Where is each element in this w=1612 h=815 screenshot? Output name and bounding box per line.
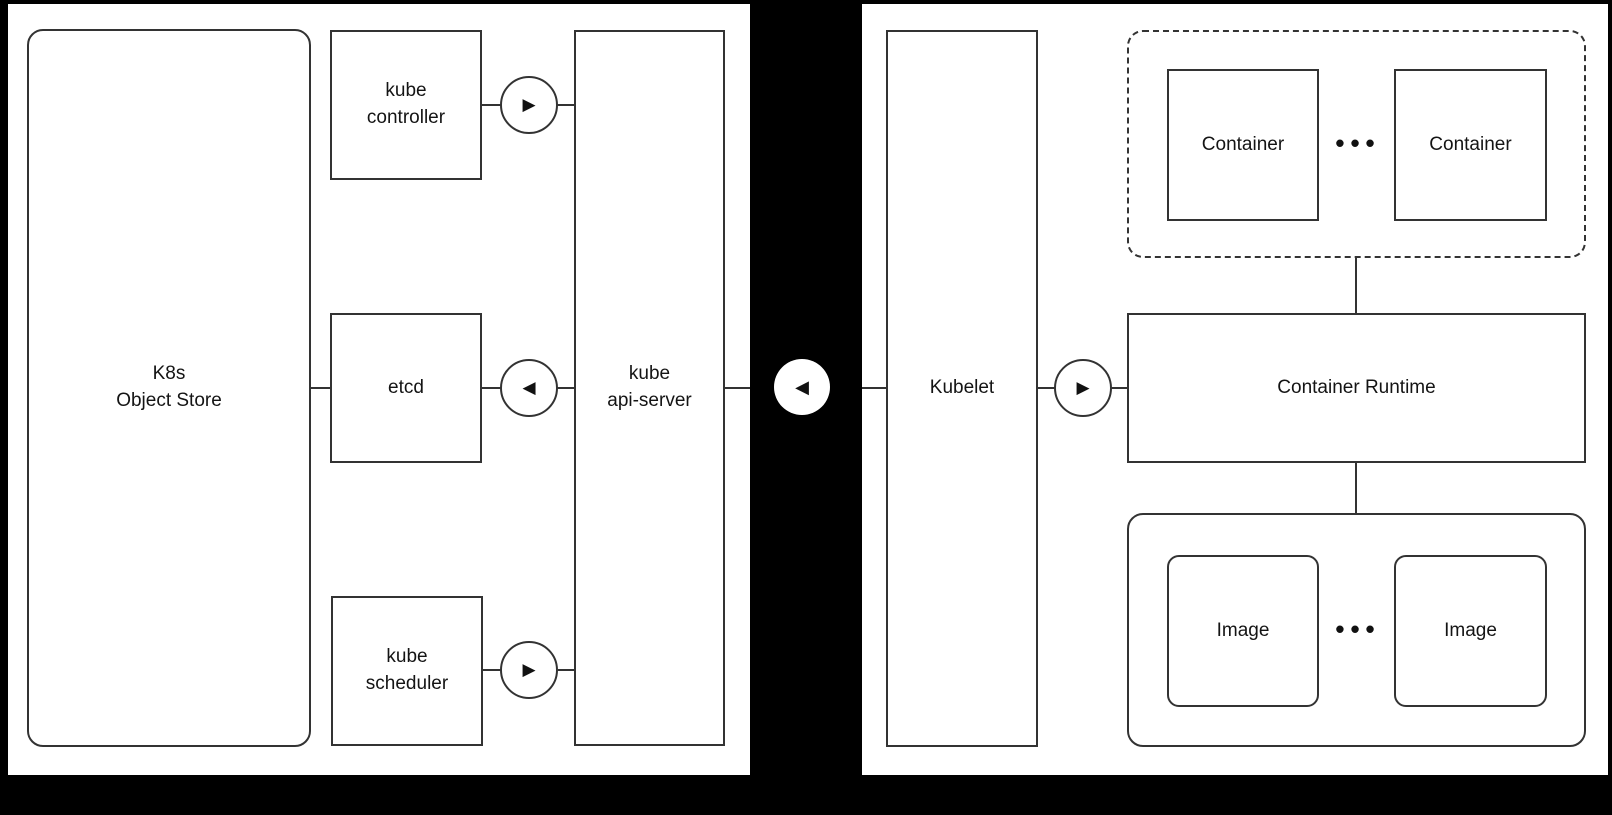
kubelet-node: Kubelet	[886, 30, 1038, 747]
container-runtime-label: Container Runtime	[1277, 376, 1436, 398]
kube-scheduler-node: kube scheduler	[331, 596, 483, 746]
arrow-right-icon: ▶	[522, 95, 536, 114]
arrow-left-icon: ◀	[795, 376, 809, 397]
connector-line	[1355, 463, 1357, 513]
kube-api-server-node: kube api-server	[574, 30, 725, 746]
container-node-2: Container	[1394, 69, 1547, 221]
worker-to-master-connector: ◀	[774, 359, 830, 415]
controller-to-apiserver-connector: ▶	[500, 76, 558, 134]
connector-line	[1037, 387, 1055, 389]
connector-line	[862, 387, 886, 389]
connector-line	[482, 669, 501, 671]
etcd-node: etcd	[330, 313, 482, 463]
container-runtime-node: Container Runtime	[1127, 313, 1586, 463]
connector-line	[481, 104, 501, 106]
arrow-left-icon: ◀	[522, 378, 536, 397]
ellipsis-dots: •••	[1335, 614, 1381, 644]
scheduler-to-apiserver-connector: ▶	[500, 641, 558, 699]
connector-line	[557, 104, 575, 106]
image-label: Image	[1444, 619, 1497, 641]
connector-line	[557, 387, 575, 389]
kubelet-label: Kubelet	[929, 377, 995, 399]
image-node-1: Image	[1167, 555, 1319, 707]
image-node-2: Image	[1394, 555, 1547, 707]
connector-line	[310, 387, 331, 389]
kube-controller-node: kube controller	[330, 30, 482, 180]
connector-line	[1355, 258, 1357, 313]
ellipsis-dots: •••	[1335, 128, 1381, 158]
etcd-label: etcd	[388, 376, 424, 398]
arrow-right-icon: ▶	[1076, 378, 1090, 397]
connector-line	[481, 387, 501, 389]
k8s-object-store-label: K8s Object Store	[116, 363, 222, 411]
kubelet-to-runtime-connector: ▶	[1054, 359, 1112, 417]
image-label: Image	[1216, 619, 1270, 641]
kube-controller-label: kube controller	[366, 80, 446, 128]
connector-line	[558, 669, 575, 671]
container-label: Container	[1201, 133, 1285, 155]
k8s-object-store-node: K8s Object Store	[27, 29, 311, 747]
kube-api-server-label: kube api-server	[607, 363, 692, 411]
container-label: Container	[1429, 133, 1512, 155]
kube-scheduler-label: kube scheduler	[365, 646, 449, 694]
connector-line	[724, 387, 750, 389]
apiserver-to-etcd-connector: ◀	[500, 359, 558, 417]
arrow-right-icon: ▶	[522, 660, 536, 679]
container-node-1: Container	[1167, 69, 1319, 221]
connector-line	[1111, 387, 1127, 389]
